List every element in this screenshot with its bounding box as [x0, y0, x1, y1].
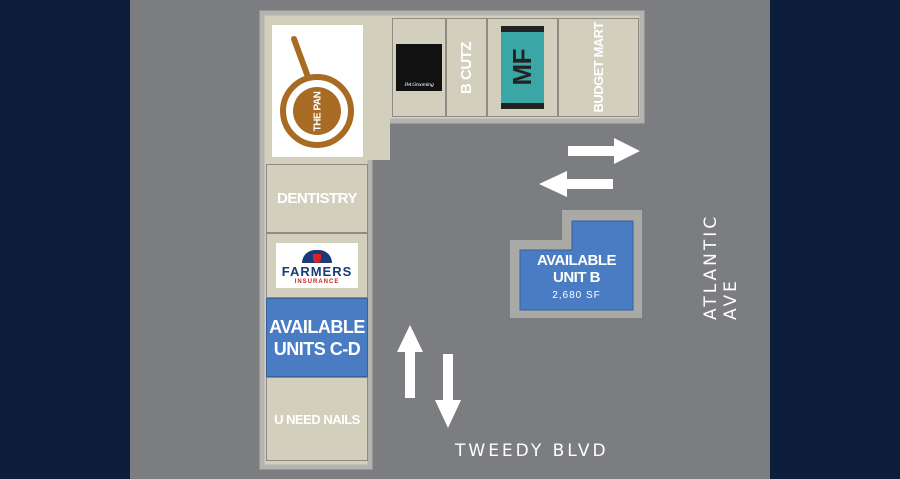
u-need-nails-label: U NEED NAILS [274, 411, 360, 427]
arrow-up-icon [397, 325, 423, 398]
tweedy-blvd-label: TWEEDY BLVD [455, 441, 609, 461]
pet-grooming-label: Pet Grooming [404, 82, 434, 88]
mf-logo: MF [501, 26, 544, 109]
unit-b-title: AVAILABLE UNIT B [536, 252, 617, 286]
unit-b-cutz[interactable]: B CUTZ [446, 18, 487, 117]
arrow-left-icon [539, 171, 613, 197]
dentistry-label: DENTISTRY [277, 190, 357, 207]
pan-icon [280, 36, 354, 148]
available-unit-b[interactable]: AVAILABLE UNIT B 2,680 SF [520, 252, 633, 301]
unit-the-pan[interactable]: THE PAN [268, 18, 390, 160]
unit-pet-grooming[interactable]: Pet Grooming [392, 18, 446, 117]
units-c-d-label: AVAILABLE UNITS C-D [269, 316, 365, 359]
unit-u-need-nails[interactable]: U NEED NAILS [266, 377, 368, 461]
atlantic-ave-label: ATLANTIC AVE [701, 213, 741, 320]
unit-b-outline [510, 210, 642, 318]
arrow-down-icon [435, 354, 461, 428]
insurance-label: INSURANCE [294, 279, 340, 285]
unit-mf[interactable]: MF [487, 18, 558, 117]
site-plan-map: THE PAN Pet Grooming B CUTZ MF BUDGET MA… [130, 0, 770, 479]
farmers-shield-icon [302, 250, 332, 263]
the-pan-logo: THE PAN [272, 25, 363, 157]
unit-farmers-insurance[interactable]: FARMERS INSURANCE [266, 233, 368, 298]
unit-b-footprint [519, 220, 634, 311]
pet-grooming-logo: Pet Grooming [396, 44, 442, 91]
available-units-c-d[interactable]: AVAILABLE UNITS C-D [266, 298, 368, 377]
unit-dentistry[interactable]: DENTISTRY [266, 164, 368, 233]
farmers-logo: FARMERS INSURANCE [276, 243, 358, 288]
arrow-right-icon [568, 138, 640, 164]
farmers-label: FARMERS [281, 264, 353, 279]
unit-b-size: 2,680 SF [552, 290, 601, 301]
unit-budget-mart[interactable]: BUDGET MART [558, 18, 639, 117]
